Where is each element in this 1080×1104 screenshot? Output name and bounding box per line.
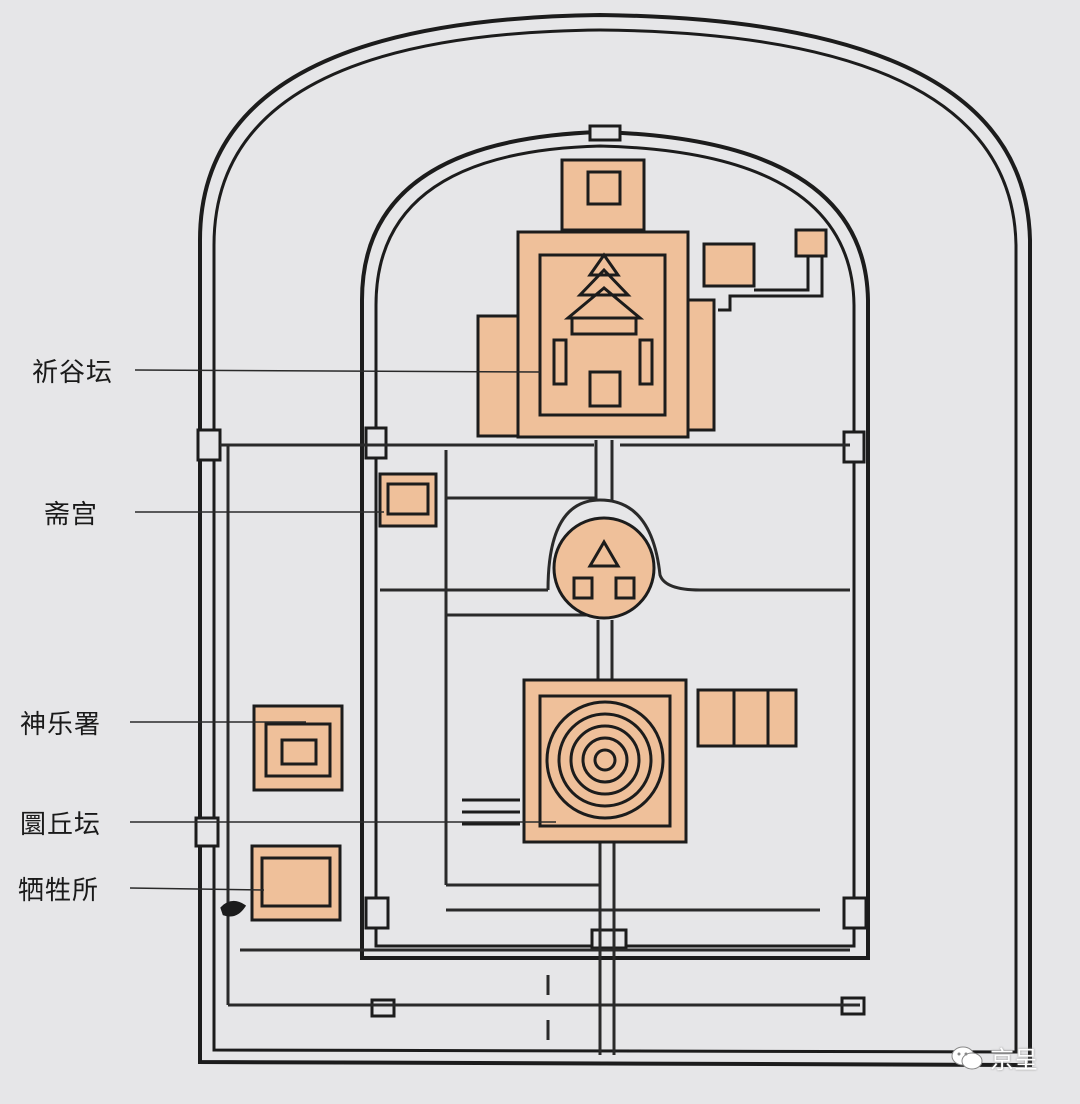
qigutan-complex	[476, 158, 828, 439]
internal-paths	[220, 440, 860, 1055]
label-xishengsuo: 牺牲所	[18, 876, 100, 906]
wechat-icon	[951, 1046, 983, 1069]
huanqiutan-complex	[462, 678, 798, 844]
zhaigong-complex	[378, 472, 438, 528]
watermark: 京呈	[950, 1040, 1038, 1075]
huangqiongyu-complex	[552, 516, 656, 620]
label-shenyueshu: 神乐署	[20, 710, 102, 740]
qiniandian-hall	[552, 170, 654, 408]
watermark-text: 京呈	[990, 1046, 1038, 1074]
xishengsuo-complex	[220, 844, 342, 922]
outer-wall	[198, 12, 1032, 1068]
shenyueshu-complex	[252, 704, 344, 792]
leader-lines	[129, 369, 556, 891]
label-zhaigong: 斋宫	[44, 500, 99, 530]
label-huanqiutan: 圜丘坛	[20, 810, 102, 840]
label-qigutan: 祈谷坛	[32, 358, 114, 388]
